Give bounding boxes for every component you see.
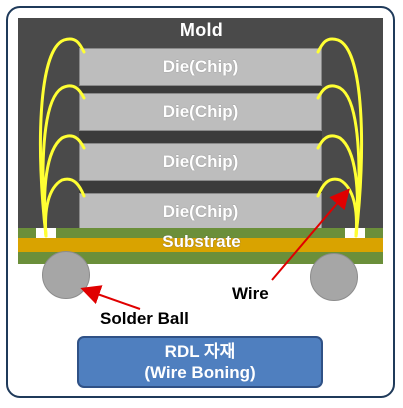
wire-left-4 — [44, 177, 86, 238]
rdl-box-line1: RDL 자재 — [164, 342, 236, 361]
die-3: Die(Chip) — [79, 143, 322, 181]
wire-left-2 — [41, 84, 86, 238]
die-1: Die(Chip) — [79, 48, 322, 86]
mold-label: Mold — [179, 20, 224, 40]
wire-right-1 — [316, 37, 364, 238]
wire-right-3 — [316, 134, 359, 238]
die-2-shadow — [79, 131, 322, 143]
wire-right-2 — [316, 84, 361, 238]
wire-left-3 — [43, 134, 86, 238]
wire-arrow — [271, 188, 350, 281]
solder-ball-arrow — [80, 285, 141, 310]
solder-ball-label: Solder Ball — [100, 309, 189, 328]
rdl-box-line2: (Wire Boning) — [144, 363, 256, 382]
wire-label: Wire — [232, 284, 269, 303]
substrate-layer — [18, 238, 383, 252]
wire-right-4 — [316, 177, 358, 238]
solder-ball-right — [310, 253, 358, 301]
die-3-shadow — [79, 181, 322, 193]
wire-left-1 — [38, 37, 86, 238]
die-4: Die(Chip) — [79, 193, 322, 231]
die-2: Die(Chip) — [79, 93, 322, 131]
rdl-material-box: RDL 자재 (Wire Boning) — [77, 336, 323, 388]
substrate-label: Substrate — [162, 232, 241, 251]
